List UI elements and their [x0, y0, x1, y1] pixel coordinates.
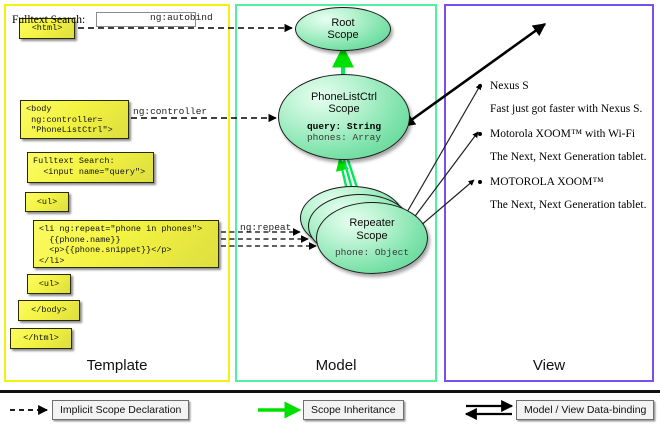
- panel-template-label: Template: [86, 357, 148, 374]
- code-box-ul-open: <ul>: [25, 192, 69, 212]
- phonelistctrl-scope-field-query: query: String: [306, 120, 382, 132]
- phonelistctrl-scope-field-phones: phones: Array: [306, 132, 382, 143]
- legend-label-model-view-data-binding: Model / View Data-binding: [516, 400, 655, 420]
- view-search-input[interactable]: [96, 12, 196, 27]
- code-box-li-repeat: <li ng:repeat="phone in phones"> {{phone…: [33, 220, 219, 268]
- view-search-label: Fulltext Search:: [12, 14, 86, 26]
- panel-view: View: [444, 4, 654, 382]
- code-box-body-close: </body>: [18, 300, 80, 321]
- edge-label-controller: ng:controller: [133, 106, 208, 117]
- code-box-html-close: </html>: [10, 328, 72, 349]
- view-item-name-0: Nexus S: [478, 80, 529, 92]
- bullet-dot-icon: [478, 180, 482, 184]
- legend-label-scope-inheritance: Scope Inheritance: [303, 400, 404, 420]
- panel-model-label: Model: [315, 357, 357, 374]
- bullet-dot-icon: [478, 84, 482, 88]
- code-box-fulltext-search: Fulltext Search: <input name="query">: [27, 152, 154, 183]
- view-item-snippet-1: The Next, Next Generation tablet.: [490, 151, 647, 163]
- panel-view-label: View: [532, 357, 566, 374]
- code-box-ul-close: <ul>: [27, 274, 71, 294]
- edge-label-autobind: ng:autobind: [150, 12, 213, 23]
- legend: Implicit Scope Declaration Scope Inherit…: [0, 390, 660, 435]
- legend-label-implicit-scope-declaration: Implicit Scope Declaration: [52, 400, 190, 420]
- view-item-name-1: Motorola XOOM™ with Wi-Fi: [478, 128, 635, 140]
- edge-label-repeat: ng:repeat: [240, 222, 292, 233]
- view-item-snippet-0: Fast just got faster with Nexus S.: [490, 103, 643, 115]
- view-item-name-2: MOTOROLA XOOM™: [478, 176, 604, 188]
- repeater-scope-field-phone: phone: Object: [334, 247, 410, 259]
- code-box-html-open: <html>: [19, 18, 75, 39]
- view-item-snippet-2: The Next, Next Generation tablet.: [490, 199, 647, 211]
- legend-divider: [0, 390, 660, 393]
- bullet-dot-icon: [478, 132, 482, 136]
- code-box-body-open: <body ng:controller= "PhoneListCtrl">: [20, 100, 129, 139]
